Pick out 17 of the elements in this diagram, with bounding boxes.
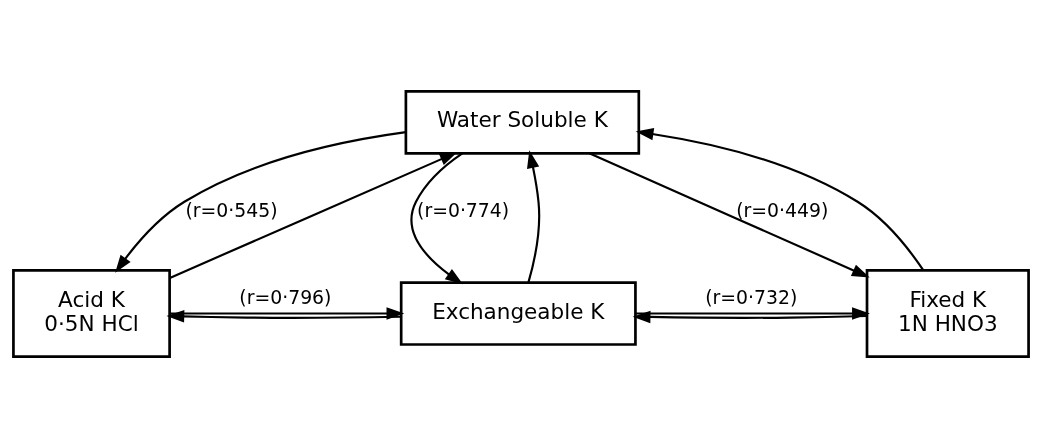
node-box: Water Soluble K: [404, 90, 641, 155]
arrow: [169, 152, 458, 279]
edge-label: (r=0·732): [705, 287, 798, 309]
node-box: Acid K 0·5N HCl: [12, 269, 171, 358]
arrow: [166, 310, 401, 323]
arrow: [588, 152, 870, 278]
node-box: Exchangeable K: [399, 281, 637, 346]
edge-label: (r=0·774): [417, 199, 510, 221]
edge-label: (r=0·449): [736, 199, 829, 221]
arrow: [527, 150, 541, 283]
node-box: Fixed K 1N HNO3: [865, 269, 1030, 358]
arrow: [410, 152, 464, 285]
arrow: [632, 310, 867, 324]
arrow: [115, 131, 406, 273]
edge-label: (r=0·796): [239, 287, 332, 309]
edge-label: (r=0·545): [185, 199, 278, 221]
arrow: [635, 128, 925, 271]
